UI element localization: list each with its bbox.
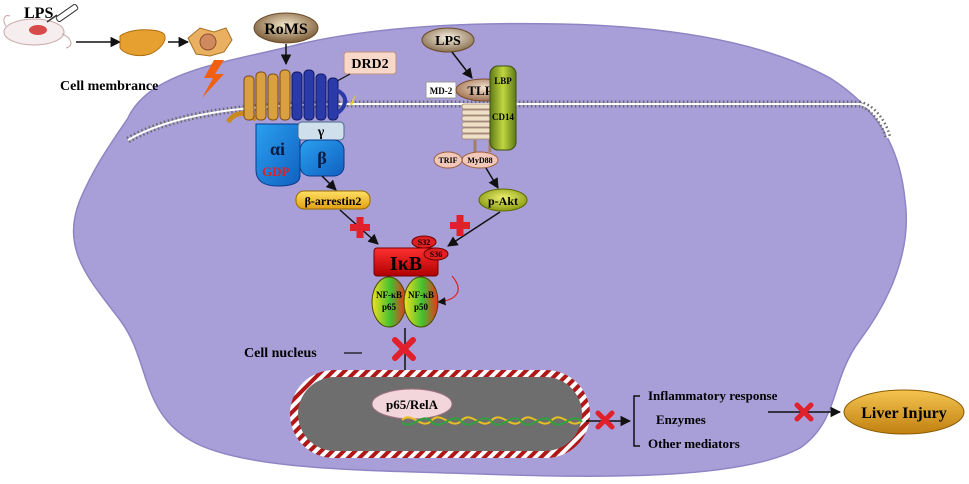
- ikb-release-arrow: [437, 275, 459, 306]
- lps-receptor-node: LPS: [421, 27, 475, 53]
- svg-text:Liver Injury: Liver Injury: [861, 405, 946, 422]
- arrow-beta-to-arrestin: [321, 175, 337, 191]
- svg-text:p-Akt: p-Akt: [488, 194, 518, 208]
- arrow-pakt-to-ikb: [447, 211, 501, 247]
- lightning-icon: [202, 60, 224, 98]
- svg-text:p65/RelA: p65/RelA: [386, 397, 439, 412]
- g-protein-alpha-i: αi GDP: [255, 123, 301, 187]
- svg-text:GDP: GDP: [262, 164, 290, 179]
- svg-text:β-arrestin2: β-arrestin2: [305, 194, 362, 208]
- svg-text:p65: p65: [382, 302, 397, 312]
- myd88-node: MyD88: [461, 151, 499, 169]
- svg-text:S32: S32: [418, 238, 430, 247]
- arrow-lps-to-tlr4: [451, 51, 473, 79]
- svg-text:MyD88: MyD88: [467, 156, 492, 165]
- inhibit-cross-left: [350, 217, 370, 238]
- svg-text:DRD2: DRD2: [351, 57, 388, 72]
- other-mediators-label: Other mediators: [648, 436, 740, 451]
- svg-text:LPS: LPS: [435, 34, 461, 49]
- lbp-cd14-node: LBP CD14: [489, 65, 517, 151]
- inhibit-x-liver: [794, 402, 814, 422]
- s32-badge: S32: [411, 235, 437, 249]
- drd2-receptor: [225, 69, 356, 124]
- svg-text:γ: γ: [317, 125, 325, 140]
- inhibit-cross-right: [450, 215, 470, 236]
- nfkb-p50-node: NF-κB p50: [403, 276, 439, 328]
- roms-node: RoMS: [253, 12, 319, 44]
- ikb-node: IκB: [373, 247, 439, 277]
- p65-rela-node: p65/RelA: [371, 388, 453, 420]
- svg-text:LBP: LBP: [494, 76, 512, 86]
- inflammatory-response-label: Inflammatory response: [648, 388, 778, 403]
- g-protein-gamma: γ: [297, 121, 345, 141]
- hepatocyte-icon: [187, 27, 233, 57]
- lps-label-top: LPS: [24, 5, 53, 22]
- cell-membrance-label: Cell membrance: [60, 79, 158, 94]
- svg-text:RoMS: RoMS: [264, 21, 308, 38]
- liver-icon: [119, 29, 166, 57]
- mouse-illustration: [3, 15, 72, 49]
- g-protein-beta: β: [299, 139, 345, 177]
- beta-arrestin2-node: β-arrestin2: [295, 190, 371, 210]
- inhibit-x-nucleus: [392, 337, 416, 361]
- svg-text:p50: p50: [414, 302, 429, 312]
- md2-node: MD-2: [425, 81, 457, 99]
- dna-helix-icon: [401, 416, 583, 426]
- liver-injury-node: Liver Injury: [843, 389, 965, 435]
- svg-text:NF-κB: NF-κB: [408, 290, 434, 300]
- svg-text:MD-2: MD-2: [430, 86, 453, 96]
- svg-text:S36: S36: [430, 250, 442, 259]
- svg-text:NF-κB: NF-κB: [376, 290, 402, 300]
- cell-nucleus-label: Cell nucleus: [244, 346, 317, 361]
- svg-text:CD14: CD14: [492, 112, 514, 122]
- svg-text:IκB: IκB: [390, 253, 422, 275]
- drd2-node: DRD2: [343, 51, 397, 75]
- targets-bracket: [633, 395, 640, 447]
- svg-text:TRIF: TRIF: [438, 156, 457, 165]
- nfkb-p65-node: NF-κB p65: [371, 276, 407, 328]
- enzymes-label: Enzymes: [656, 412, 706, 427]
- arrow-myd88-to-pakt: [485, 167, 499, 189]
- s36-badge: S36: [423, 247, 449, 261]
- inhibit-x-output: [595, 410, 615, 430]
- svg-text:αi: αi: [270, 139, 285, 159]
- p-akt-node: p-Akt: [478, 188, 528, 212]
- trif-node: TRIF: [433, 151, 463, 169]
- syringe-icon: [46, 3, 79, 23]
- svg-text:β: β: [317, 148, 326, 168]
